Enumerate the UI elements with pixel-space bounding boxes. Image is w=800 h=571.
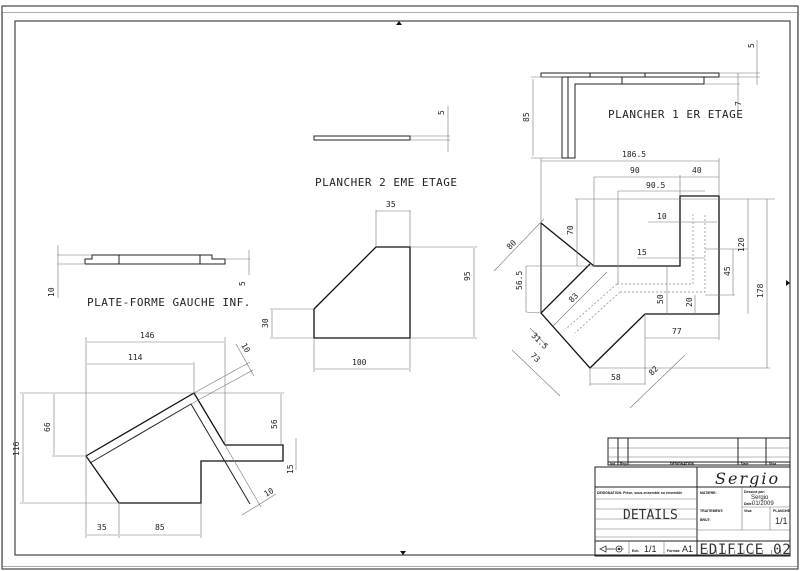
dim-pf-10b: 10 — [263, 486, 276, 499]
center-mark-right-icon — [786, 280, 790, 286]
title-plate-forme: PLATE-FORME GAUCHE INF. — [87, 296, 251, 309]
dim-50: 50 — [656, 294, 665, 304]
drawing-number-char: 2 — [782, 542, 790, 558]
plate-forme-elevation: 10 5 — [47, 245, 250, 298]
dim-58: 58 — [611, 373, 621, 382]
rev-header-rep: Rep. — [620, 462, 628, 466]
dim-70: 70 — [566, 225, 575, 235]
dim-pf-146: 146 — [140, 331, 155, 340]
dim-56-5: 56.5 — [515, 271, 524, 290]
mid-frame — [2, 12, 798, 567]
title-plancher-2: PLANCHER 2 EME ETAGE — [315, 176, 457, 189]
dim-73: 73 — [529, 351, 542, 364]
dim-p2-height: 95 — [463, 271, 472, 281]
title-plancher-1: PLANCHER 1 ER ETAGE — [608, 108, 743, 121]
dim-pf-thickness-right: 5 — [238, 281, 247, 286]
dim-overall: 186.5 — [622, 150, 646, 159]
dim-40: 40 — [692, 166, 702, 175]
dim-77: 77 — [672, 327, 682, 336]
drawing-number-char: I — [736, 542, 744, 558]
dim-90: 90 — [630, 166, 640, 175]
inner-frame — [14, 20, 791, 556]
dim-pf-116: 116 — [12, 441, 21, 456]
date-label: Date: — [744, 502, 753, 506]
drawing-number-char: 0 — [773, 542, 781, 558]
title-block: Sergio DESIGNATION: Pièce, sous-ensemble… — [594, 466, 791, 558]
dim-height: 85 — [522, 112, 531, 122]
dim-20: 20 — [685, 297, 694, 307]
dim-45: 45 — [723, 266, 732, 276]
drawing-number-char: I — [718, 542, 726, 558]
matiere-label: MATIERE: — [700, 491, 717, 495]
format-value: A1 — [682, 544, 693, 554]
dim-178: 178 — [756, 283, 765, 298]
dim-pf-35: 35 — [97, 523, 107, 532]
center-mark-top-icon — [396, 21, 402, 25]
dim-83: 83 — [567, 291, 580, 304]
planche-value: 1/1 — [775, 516, 788, 526]
dim-pf-10a: 10 — [239, 342, 252, 355]
drawn-by-label: Dessiné par: — [744, 490, 765, 494]
rev-header-ind: Ind. — [610, 462, 616, 466]
scale-value: 1/1 — [644, 544, 657, 554]
plate-forme-plan: 146 114 116 66 56 15 10 10 35 85 — [12, 331, 297, 538]
dim-90-5: 90.5 — [646, 181, 665, 190]
brut-label: BRUT: — [700, 518, 711, 522]
first-angle-projection-icon — [599, 545, 624, 553]
planche-label: PLANCHE — [773, 509, 791, 513]
drawn-by: Sergio — [751, 495, 769, 501]
dim-p2-base: 100 — [352, 358, 367, 367]
dim-step: 7 — [734, 101, 743, 106]
dim-pf-85: 85 — [155, 523, 165, 532]
dim-thickness: 5 — [747, 43, 756, 48]
visa-label: Visa: — [744, 509, 752, 513]
dim-pf-56: 56 — [270, 419, 279, 429]
format-label: Format: — [667, 549, 680, 553]
drawing-number-char: F — [727, 542, 735, 558]
center-mark-bottom-icon — [400, 551, 406, 555]
dim-31-5: 31.5 — [530, 331, 550, 351]
dim-p2-left: 30 — [261, 318, 270, 328]
dim-pf-66: 66 — [43, 422, 52, 432]
dim-82: 82 — [647, 364, 660, 377]
plancher-1-elevation: 5 7 85 — [522, 40, 760, 159]
scale-label: Ech. — [632, 549, 639, 553]
rev-header-designation: DESIGNATION — [670, 462, 695, 466]
company-name: Sergio — [715, 469, 780, 488]
drawing-number-char: E — [755, 542, 763, 558]
date-value: 01/2009 — [752, 501, 774, 507]
drawing-number-char: E — [700, 542, 708, 558]
dim-pf-114: 114 — [128, 353, 143, 362]
dim-pf-15: 15 — [286, 464, 295, 474]
dim-p2-thickness: 5 — [437, 110, 446, 115]
dim-120: 120 — [737, 237, 746, 252]
plancher-2-plan: 35 95 30 100 — [261, 200, 477, 372]
dim-pf-thickness-left: 10 — [47, 287, 56, 297]
dim-p2-top: 35 — [386, 200, 396, 209]
rev-header-date: Date — [741, 462, 749, 466]
plancher-1-plan: 186.5 90 40 90.5 10 15 70 80 56.5 83 120… — [493, 150, 775, 409]
dim-15: 15 — [637, 248, 647, 257]
rev-header-visa: Visa — [769, 462, 776, 466]
dim-80: 80 — [505, 238, 518, 251]
outer-frame — [1, 5, 799, 570]
drawing-number-char: C — [746, 542, 754, 558]
drawing-title: DETAILS — [623, 508, 678, 523]
designation-label: DESIGNATION: Pièce, sous-ensemble ou ens… — [597, 491, 682, 495]
plancher-2-elevation: 5 — [313, 106, 450, 152]
drawing-number-char: D — [709, 542, 717, 558]
dim-10: 10 — [657, 212, 667, 221]
revision-table: Ind. Rep. DESIGNATION Date Visa — [607, 437, 791, 466]
traitement-label: TRAITEMENT: — [700, 509, 723, 513]
